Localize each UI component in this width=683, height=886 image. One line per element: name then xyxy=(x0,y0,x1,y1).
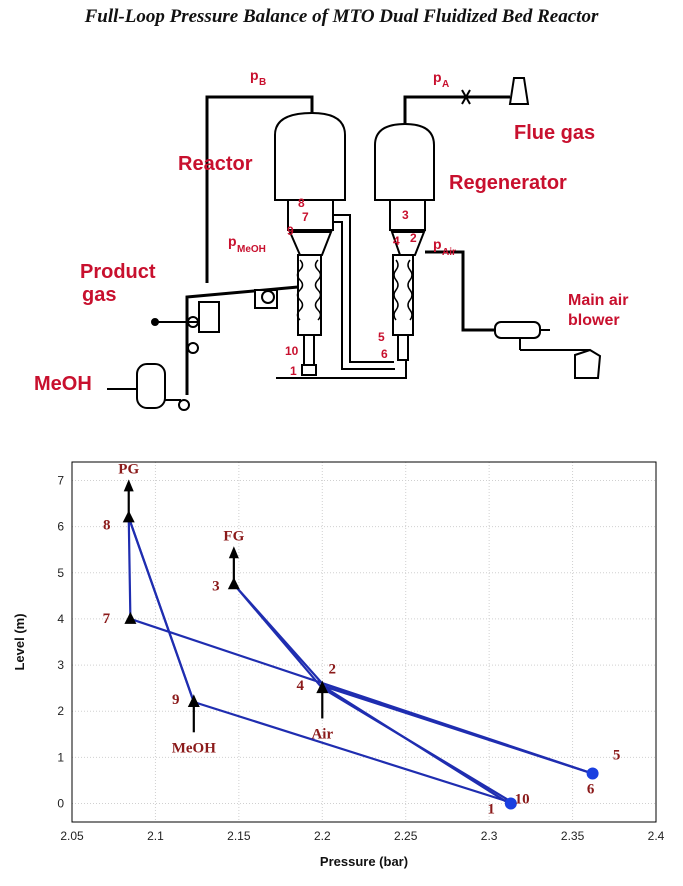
y-tick-label: 7 xyxy=(57,473,64,487)
diagram-point-5: 5 xyxy=(378,330,385,344)
y-tick-label: 6 xyxy=(57,520,64,534)
diagram-point-7: 7 xyxy=(302,210,309,224)
arrow-label-fg: FG xyxy=(223,528,244,544)
loop-series-line-3 xyxy=(127,517,195,703)
reactor-label: Reactor xyxy=(178,153,253,175)
meoh-label: MeOH xyxy=(34,373,92,395)
x-tick-label: 2.1 xyxy=(147,829,164,843)
x-tick-label: 2.25 xyxy=(394,829,418,843)
point-label-6: 6 xyxy=(587,782,595,798)
diagram-point-6: 6 xyxy=(381,347,388,361)
point-marker-icon xyxy=(316,681,329,694)
regenerator-label: Regenerator xyxy=(449,172,567,194)
diagram-point-9: 9 xyxy=(287,224,294,238)
y-tick-label: 2 xyxy=(57,704,64,718)
point-marker-icon xyxy=(122,510,135,523)
point-label-1: 1 xyxy=(487,802,495,818)
point-label-4: 4 xyxy=(297,678,305,694)
diagram-point-4: 4 xyxy=(393,234,400,248)
arrow-up-head-icon xyxy=(123,479,134,492)
svg-text:MeOH: MeOH xyxy=(237,244,266,255)
svg-text:p: p xyxy=(250,67,259,83)
arrow-up-head-icon xyxy=(228,546,239,559)
svg-text:p: p xyxy=(433,236,442,252)
x-tick-label: 2.3 xyxy=(481,829,498,843)
product-gas-label-2: gas xyxy=(82,284,116,306)
meoh-tank-icon xyxy=(107,289,278,411)
flue-stack-icon xyxy=(508,77,530,105)
x-axis-label: Pressure (bar) xyxy=(320,854,408,869)
y-tick-label: 3 xyxy=(57,658,64,672)
point-marker-icon xyxy=(227,577,240,590)
main-air-blower-icon xyxy=(494,321,602,379)
plot-area xyxy=(71,461,657,823)
arrow-label-air: Air xyxy=(311,726,333,742)
arrow-label-pg: PG xyxy=(118,461,139,477)
pressure-pa: p A xyxy=(433,69,449,90)
product-gas-label: Product xyxy=(80,261,156,283)
point-label-7: 7 xyxy=(103,611,111,627)
pair-line xyxy=(425,250,495,332)
point-label-2: 2 xyxy=(329,662,337,678)
main-air-blower-label: Main air xyxy=(568,292,628,309)
svg-text:B: B xyxy=(259,77,266,88)
main-air-blower-label-2: blower xyxy=(568,312,620,329)
regenerator-vessel xyxy=(374,122,435,361)
point-label-5: 5 xyxy=(613,748,621,764)
diagram-point-2: 2 xyxy=(410,231,417,245)
arrow-label-meoh: MeOH xyxy=(172,740,216,756)
y-tick-label: 0 xyxy=(57,797,64,811)
plot-frame xyxy=(71,461,657,823)
diagram-point-8: 8 xyxy=(298,196,305,210)
pb-line xyxy=(205,95,314,283)
x-tick-label: 2.15 xyxy=(227,829,251,843)
flue-gas-label: Flue gas xyxy=(514,122,595,144)
pressure-pmeoh: p MeOH xyxy=(228,233,266,255)
pressure-pb: p B xyxy=(250,67,266,88)
diagram-point-1: 1 xyxy=(290,364,297,378)
point-marker-icon xyxy=(124,611,137,624)
pressure-pair: p Air xyxy=(433,236,456,258)
y-tick-label: 5 xyxy=(57,566,64,580)
x-tick-label: 2.4 xyxy=(648,829,665,843)
page-title: Full-Loop Pressure Balance of MTO Dual F… xyxy=(84,6,599,27)
point-circle xyxy=(586,767,599,780)
pa-line xyxy=(403,95,510,124)
y-tick-label: 1 xyxy=(57,750,64,764)
x-tick-label: 2.2 xyxy=(314,829,331,843)
x-tick-label: 2.35 xyxy=(561,829,585,843)
x-tick-label: 2.05 xyxy=(60,829,84,843)
point-label-9: 9 xyxy=(172,692,180,708)
svg-text:p: p xyxy=(433,69,442,85)
reactor-vessel xyxy=(274,111,346,376)
riser-line xyxy=(276,356,407,379)
point-label-8: 8 xyxy=(103,517,111,533)
point-label-3: 3 xyxy=(212,578,220,594)
svg-text:Air: Air xyxy=(442,247,456,258)
svg-text:A: A xyxy=(442,79,449,90)
point-label-10: 10 xyxy=(515,792,530,808)
diagram-point-10: 10 xyxy=(285,344,299,358)
point-circle xyxy=(504,797,517,810)
y-axis-label: Level (m) xyxy=(12,613,27,670)
svg-text:p: p xyxy=(228,233,237,249)
y-tick-label: 4 xyxy=(57,612,64,626)
diagram-point-3: 3 xyxy=(402,208,409,222)
point-marker-icon xyxy=(187,695,200,707)
